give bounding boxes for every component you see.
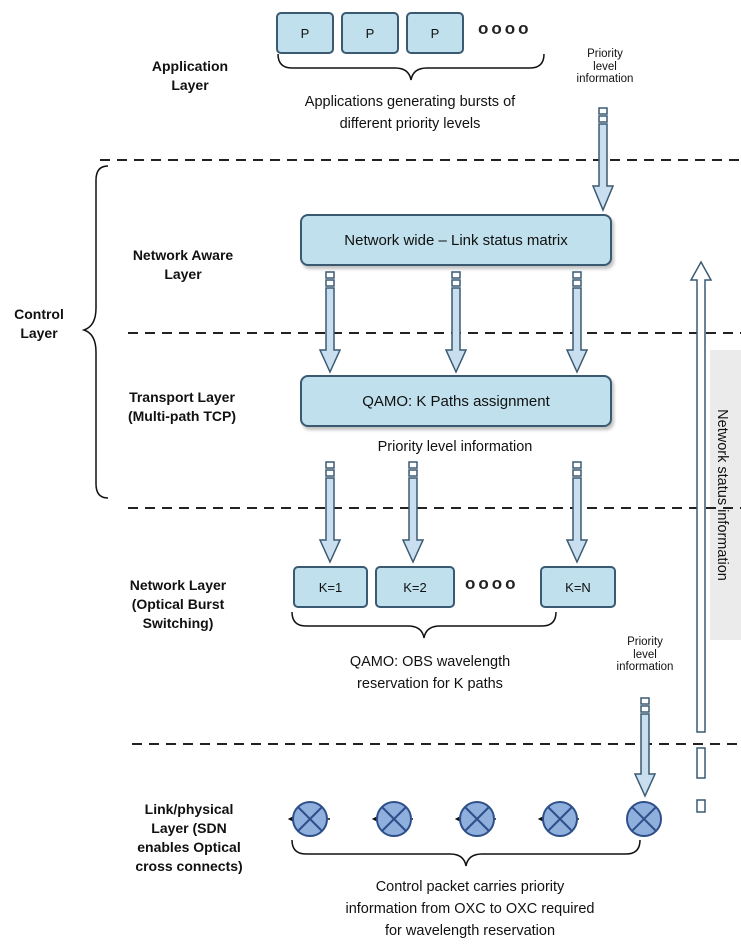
- k-ellipsis: oooo: [465, 574, 519, 593]
- qamo-paths-box: QAMO: K Paths assignment: [300, 375, 612, 427]
- brace-control: [81, 165, 109, 499]
- path-arrow-2: [401, 477, 425, 564]
- signal-square: [325, 469, 335, 477]
- status-arrow-2: [444, 287, 468, 374]
- priority-note-bottom: Priority level information: [616, 636, 674, 673]
- path-arrow-1: [318, 477, 342, 564]
- signal-square: [408, 469, 418, 477]
- obs-description: QAMO: OBS wavelength reservation for K p…: [349, 654, 511, 692]
- brace-application: [277, 53, 545, 81]
- signal-square: [408, 461, 418, 469]
- label-link-physical-layer: Link/physical Layer (SDN enables Optical…: [135, 801, 243, 874]
- label-application-layer: Application Layer: [151, 58, 229, 93]
- layer-separators: [100, 159, 741, 745]
- label-transport-layer: Transport Layer (Multi-path TCP): [127, 389, 237, 424]
- label-control-layer: Control Layer: [14, 306, 64, 341]
- oxc-node-1: [292, 801, 328, 837]
- oxc-node-4: [542, 801, 578, 837]
- priority-arrow-top: [591, 123, 615, 212]
- status-segment: [696, 799, 706, 813]
- app-box-1: P: [276, 12, 334, 54]
- brace-network: [291, 611, 557, 639]
- label-network-aware-layer: Network Aware Layer: [132, 247, 234, 282]
- priority-note-top: Priority level information: [576, 48, 634, 85]
- signal-square: [451, 271, 461, 279]
- signal-square: [572, 271, 582, 279]
- priority-level-info: Priority level information: [377, 439, 533, 455]
- signal-square: [640, 705, 650, 713]
- k-box-1: K=1: [293, 566, 368, 608]
- control-packet-description: Control packet carries priority informat…: [345, 879, 595, 939]
- app-box-2: P: [341, 12, 399, 54]
- signal-square: [451, 279, 461, 287]
- network-status-arrow: [689, 260, 713, 733]
- signal-square: [572, 279, 582, 287]
- signal-square: [598, 107, 608, 115]
- app-description: Applications generating bursts of differ…: [304, 94, 516, 132]
- signal-square: [325, 271, 335, 279]
- k-box-n: K=N: [540, 566, 616, 608]
- status-arrow-1: [318, 287, 342, 374]
- signal-square: [325, 279, 335, 287]
- app-box-3: P: [406, 12, 464, 54]
- oxc-node-3: [459, 801, 495, 837]
- label-network-layer: Network Layer (Optical Burst Switching): [129, 577, 227, 631]
- app-ellipsis: oooo: [478, 19, 532, 38]
- signal-square: [598, 115, 608, 123]
- priority-arrow-bottom: [633, 713, 657, 798]
- link-status-matrix-box: Network wide – Link status matrix: [300, 214, 612, 266]
- network-status-label: Network status information: [714, 409, 730, 581]
- status-segment: [696, 747, 706, 779]
- signal-square: [640, 697, 650, 705]
- oxc-node-5: [626, 801, 662, 837]
- status-arrow-3: [565, 287, 589, 374]
- signal-square: [325, 461, 335, 469]
- brace-link: [291, 839, 641, 867]
- network-status-panel: [710, 350, 741, 640]
- oxc-node-2: [376, 801, 412, 837]
- signal-square: [572, 461, 582, 469]
- path-arrow-3: [565, 477, 589, 564]
- signal-square: [572, 469, 582, 477]
- k-box-2: K=2: [375, 566, 455, 608]
